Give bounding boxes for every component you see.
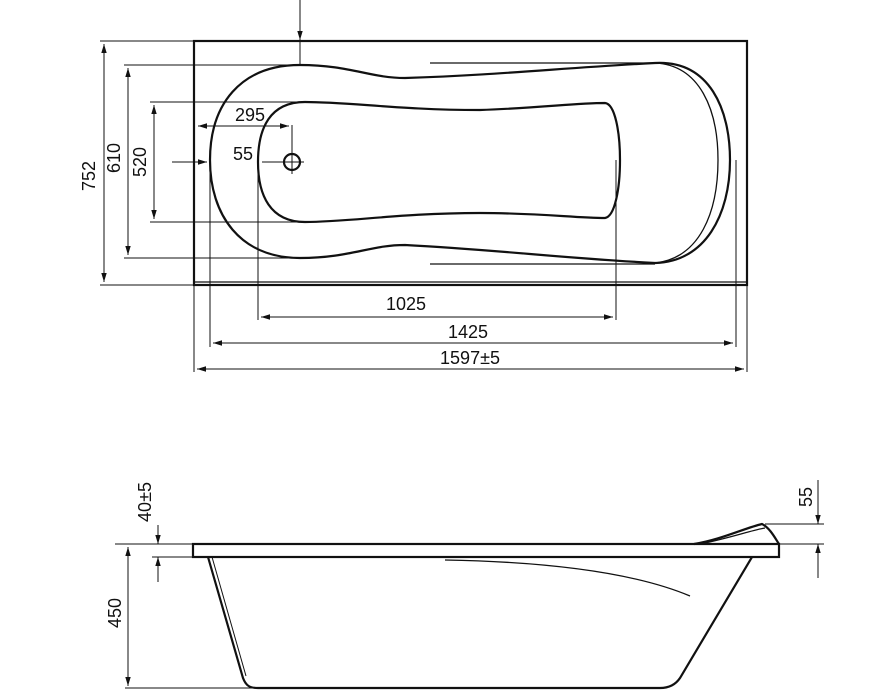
dim-headrest-height: 55 [796, 487, 816, 507]
headrest-profile [693, 522, 780, 546]
dim-bottom-width: 520 [130, 147, 150, 177]
dim-rim-height: 40±5 [135, 482, 155, 522]
plan-view: 752 610 520 295 55 1025 1425 1597±5 [79, 0, 749, 372]
basin-bottom-contour [256, 100, 622, 224]
dim-total-width: 752 [79, 161, 99, 191]
dim-drain-offset-x: 295 [235, 105, 265, 125]
dim-depth: 450 [105, 598, 125, 628]
tub-body-profile [206, 556, 753, 690]
dim-drain-offset-y: 55 [233, 144, 253, 164]
tub-rim [191, 542, 781, 559]
dim-bottom-length: 1025 [386, 294, 426, 314]
side-view: 40±5 450 55 [105, 480, 824, 690]
dim-total-length: 1597±5 [440, 348, 500, 368]
dim-inner-length: 1425 [448, 322, 488, 342]
dim-inner-width: 610 [104, 143, 124, 173]
tub-outline-rect [192, 39, 749, 287]
